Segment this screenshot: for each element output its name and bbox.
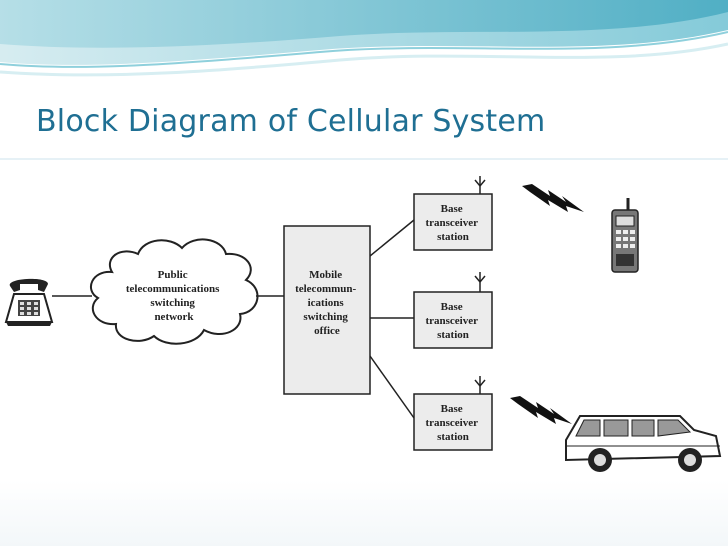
page-title: Block Diagram of Cellular System bbox=[36, 104, 546, 139]
svg-text:Public telecommunica: Public telecommunications switching netw… bbox=[126, 269, 222, 323]
base-station-3: Base transceiver station bbox=[413, 393, 493, 451]
antenna-icon bbox=[474, 272, 486, 292]
bts-2-label-line-2: transceiver bbox=[425, 315, 478, 327]
bts-1-label-line-1: Base bbox=[441, 203, 463, 215]
svg-text:Base transceiver: Base transceiver station bbox=[425, 203, 480, 243]
bts-2-label-line-1: Base bbox=[441, 301, 463, 313]
bts-3-label-line-2: transceiver bbox=[425, 417, 478, 429]
svg-text:Base transceiver: Base transceiver station bbox=[425, 301, 480, 341]
title-divider bbox=[0, 158, 728, 160]
public-network-cloud: Public telecommunications switching netw… bbox=[90, 238, 259, 345]
mobile-phone-icon bbox=[611, 198, 639, 273]
base-station-1: Base transceiver station bbox=[413, 193, 493, 251]
bts-3-label-line-1: Base bbox=[441, 403, 463, 415]
header-wave-decoration bbox=[0, 0, 728, 92]
mtso-label-line-2: telecommun- bbox=[295, 283, 356, 295]
cloud-label-line-1: Public bbox=[158, 269, 188, 281]
svg-text:Base transceiver: Base transceiver station bbox=[425, 403, 480, 443]
svg-text:Mobile telecommun-: Mobile telecommun- ications switching of… bbox=[295, 269, 359, 337]
mtso-label-line-3: ications bbox=[308, 297, 345, 309]
cellular-block-diagram: Public telecommunications switching netw… bbox=[4, 176, 722, 472]
telephone-icon bbox=[4, 278, 54, 326]
mtso-label-line-1: Mobile bbox=[309, 269, 342, 281]
mtso-to-bts-3-link bbox=[369, 355, 415, 419]
car-icon bbox=[565, 415, 722, 472]
cloud-label-line-4: network bbox=[154, 311, 194, 323]
cloud-label-line-2: telecommunications bbox=[126, 283, 220, 295]
cloud-label-line-3: switching bbox=[150, 297, 195, 309]
footer-decoration bbox=[0, 480, 728, 546]
bts-1-label-line-3: station bbox=[437, 231, 469, 243]
mtso-label-line-5: office bbox=[314, 325, 340, 337]
mtso-to-bts-1-link bbox=[369, 219, 415, 257]
mtso-box: Mobile telecommun- ications switching of… bbox=[283, 225, 371, 395]
lightning-icon bbox=[510, 396, 572, 424]
antenna-icon bbox=[474, 376, 486, 394]
bts-3-label-line-3: station bbox=[437, 431, 469, 443]
bts-2-label-line-3: station bbox=[437, 329, 469, 341]
diagram-panel: Public telecommunications switching netw… bbox=[0, 160, 728, 480]
bts-1-label-line-2: transceiver bbox=[425, 217, 478, 229]
antenna-icon bbox=[474, 176, 486, 194]
base-station-2: Base transceiver station bbox=[413, 291, 493, 349]
lightning-icon bbox=[522, 184, 584, 212]
mtso-label-line-4: switching bbox=[303, 311, 348, 323]
